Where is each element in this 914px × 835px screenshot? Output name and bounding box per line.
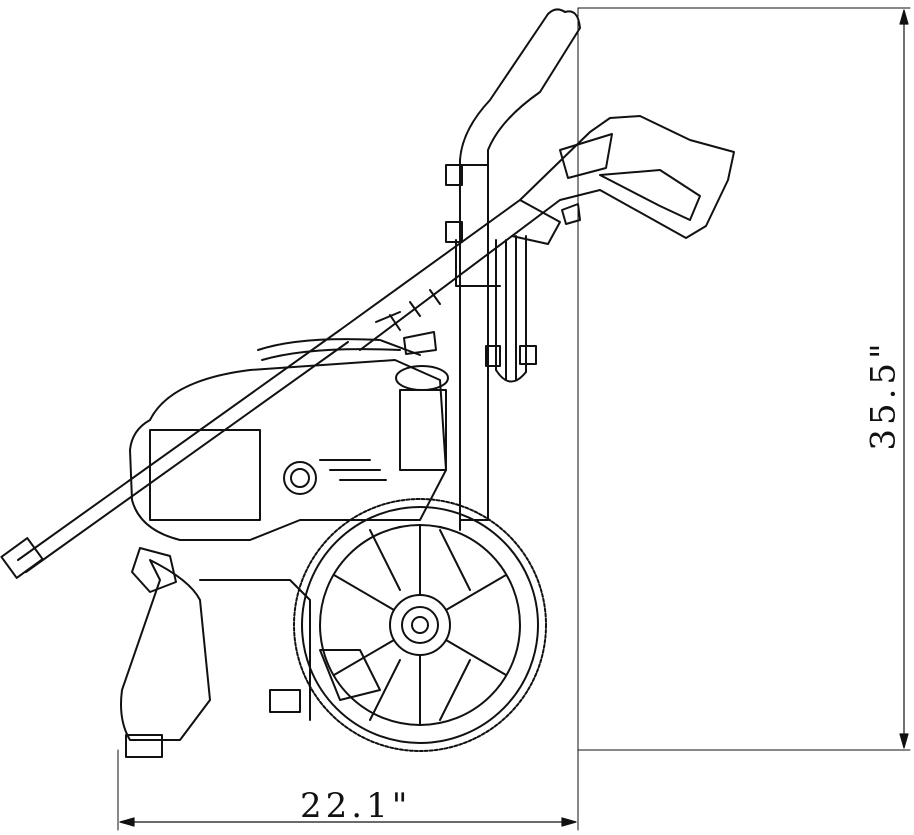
dimension-lines <box>117 7 911 831</box>
width-dimension-label: 22.1" <box>300 786 412 826</box>
spray-wand <box>0 115 735 579</box>
hose-coil <box>455 235 537 383</box>
engine-body <box>129 331 449 541</box>
height-dimension-arrow <box>899 9 909 749</box>
frame-handle <box>445 8 581 531</box>
wheel <box>293 498 547 752</box>
width-dimension-arrow <box>119 817 577 827</box>
height-dimension-label: 35.5" <box>863 339 904 451</box>
